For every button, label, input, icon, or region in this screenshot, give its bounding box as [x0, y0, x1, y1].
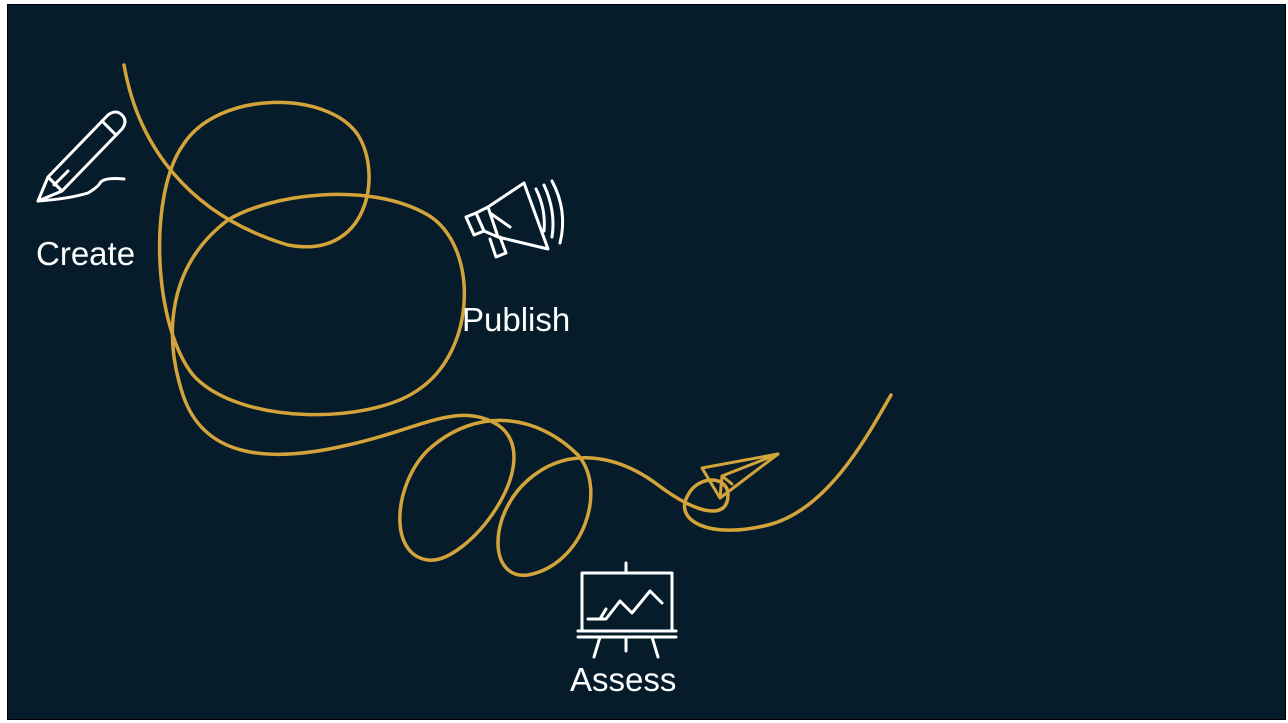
paper-plane-icon — [698, 450, 783, 510]
megaphone-icon — [460, 177, 570, 272]
step-label-create: Create — [36, 235, 136, 272]
pencil-icon — [28, 105, 133, 205]
slide-canvas: Create Publish — [7, 4, 1286, 720]
looping-path — [122, 63, 893, 577]
presentation-chart-icon — [576, 561, 678, 661]
step-label-publish: Publish — [462, 301, 571, 338]
step-label-assess: Assess — [570, 661, 677, 698]
path-line — [122, 63, 893, 577]
